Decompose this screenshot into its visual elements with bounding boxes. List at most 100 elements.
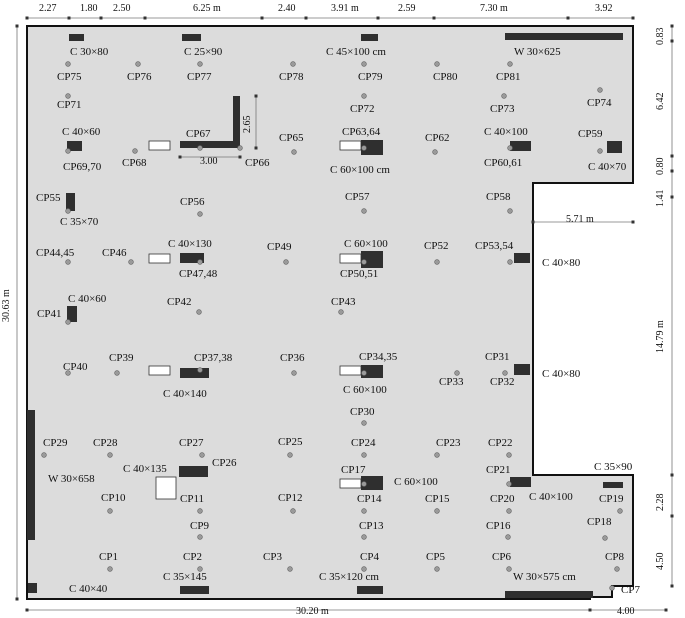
control-point-marker xyxy=(361,370,367,376)
control-point-marker xyxy=(602,535,608,541)
control-point-marker xyxy=(361,420,367,426)
column xyxy=(361,251,383,268)
column-label: C 60×100 cm xyxy=(330,164,390,176)
point-label: CP36 xyxy=(280,352,305,364)
point-label: CP53,54 xyxy=(475,240,514,252)
dimension-label: 1.41 xyxy=(655,190,666,208)
point-label: CP28 xyxy=(93,437,118,449)
control-point-marker xyxy=(291,149,297,155)
l-shaped-wall xyxy=(180,141,240,148)
column-label: C 60×100 xyxy=(344,238,388,250)
dimension-label: 2.27 xyxy=(39,3,57,14)
control-point-marker xyxy=(434,61,440,67)
point-label: CP39 xyxy=(109,352,134,364)
column-label: W 30×625 xyxy=(514,46,561,58)
column xyxy=(69,34,84,41)
point-label: CP21 xyxy=(486,464,510,476)
openings xyxy=(148,140,362,500)
column-label: C 30×80 xyxy=(70,46,109,58)
column-label: C 60×100 xyxy=(343,384,387,396)
control-point-marker xyxy=(114,370,120,376)
dimension-label: 2.65 xyxy=(242,116,253,134)
column xyxy=(607,141,622,153)
dimension-label: 7.30 m xyxy=(480,3,508,14)
column xyxy=(361,365,383,378)
dimension-tick xyxy=(670,169,674,173)
dimension-tick xyxy=(566,16,570,20)
point-label: CP68 xyxy=(122,157,147,169)
dimension-tick xyxy=(670,514,674,518)
dimension-label: 3.91 m xyxy=(331,3,359,14)
dimension-tick xyxy=(432,16,436,20)
opening xyxy=(339,140,362,151)
control-point-marker xyxy=(506,508,512,514)
dimension-tick xyxy=(376,16,380,20)
column xyxy=(514,253,530,263)
control-point-marker xyxy=(65,61,71,67)
dimension-tick xyxy=(670,195,674,199)
point-label: CP7 xyxy=(621,584,640,596)
opening xyxy=(339,253,362,264)
dimension-label: 0.80 xyxy=(655,158,666,176)
point-label: CP43 xyxy=(331,296,356,308)
point-label: CP67 xyxy=(186,128,211,140)
point-labels: CP75 CP76 CP77 CP78 CP79 CP80 CP81 CP71 … xyxy=(36,71,640,596)
point-label: CP11 xyxy=(180,493,204,505)
point-label: CP63,64 xyxy=(342,126,381,138)
left-bottom-dimensions: 30.63 m 30.20 m 4.00 xyxy=(1,289,635,617)
l-shaped-wall xyxy=(233,96,240,148)
column-label: C 40×80 xyxy=(542,257,581,269)
point-label: CP12 xyxy=(278,492,302,504)
point-label: CP60,61 xyxy=(484,157,522,169)
column-label: W 30×575 cm xyxy=(513,571,576,583)
dimension-tick xyxy=(67,16,71,20)
control-point-marker xyxy=(507,259,513,265)
right-dimensions: 0.83 6.42 0.80 1.41 14.79 m 2.28 4.50 xyxy=(655,28,666,571)
column-label: C 40×100 xyxy=(484,126,528,138)
dimension-label: 1.80 xyxy=(80,3,98,14)
control-point-marker xyxy=(361,93,367,99)
column xyxy=(180,253,204,263)
point-label: CP49 xyxy=(267,241,292,253)
control-point-marker xyxy=(361,259,367,265)
point-label: CP1 xyxy=(99,551,118,563)
point-label: CP9 xyxy=(190,520,209,532)
control-point-marker xyxy=(290,508,296,514)
point-label: CP66 xyxy=(245,157,270,169)
column-label: C 40×80 xyxy=(542,368,581,380)
dimension-label: 2.40 xyxy=(278,3,296,14)
control-point-marker xyxy=(199,452,205,458)
column xyxy=(510,477,531,487)
point-label: CP29 xyxy=(43,437,68,449)
control-point-marker xyxy=(501,93,507,99)
control-point-marker xyxy=(617,508,623,514)
point-label: CP6 xyxy=(492,551,511,563)
dimension-label: 30.63 m xyxy=(1,289,12,322)
dimension-tick xyxy=(304,16,308,20)
wall-segment xyxy=(505,591,593,598)
dimension-tick xyxy=(178,155,182,159)
dimension-tick xyxy=(670,39,674,43)
point-label: CP37,38 xyxy=(194,352,233,364)
control-point-marker xyxy=(107,452,113,458)
control-point-marker xyxy=(434,508,440,514)
column-labels: C 30×80 C 25×90 C 45×100 cm W 30×625 C 4… xyxy=(48,46,633,595)
dimension-tick xyxy=(531,220,535,224)
dimension-tick xyxy=(238,155,242,159)
point-label: CP59 xyxy=(578,128,603,140)
point-label: CP24 xyxy=(351,437,376,449)
dimension-label: 5.71 m xyxy=(566,214,594,225)
point-label: CP25 xyxy=(278,436,303,448)
dimension-label: 3.00 xyxy=(200,156,218,167)
control-point-marker xyxy=(237,145,243,151)
control-point-marker xyxy=(597,148,603,154)
column xyxy=(180,586,209,594)
column-label: C 40×130 xyxy=(168,238,212,250)
point-label: CP44,45 xyxy=(36,247,75,259)
point-label: CP16 xyxy=(486,520,511,532)
column xyxy=(357,586,383,594)
point-label: CP14 xyxy=(357,493,382,505)
point-label: CP78 xyxy=(279,71,304,83)
column xyxy=(180,368,209,378)
